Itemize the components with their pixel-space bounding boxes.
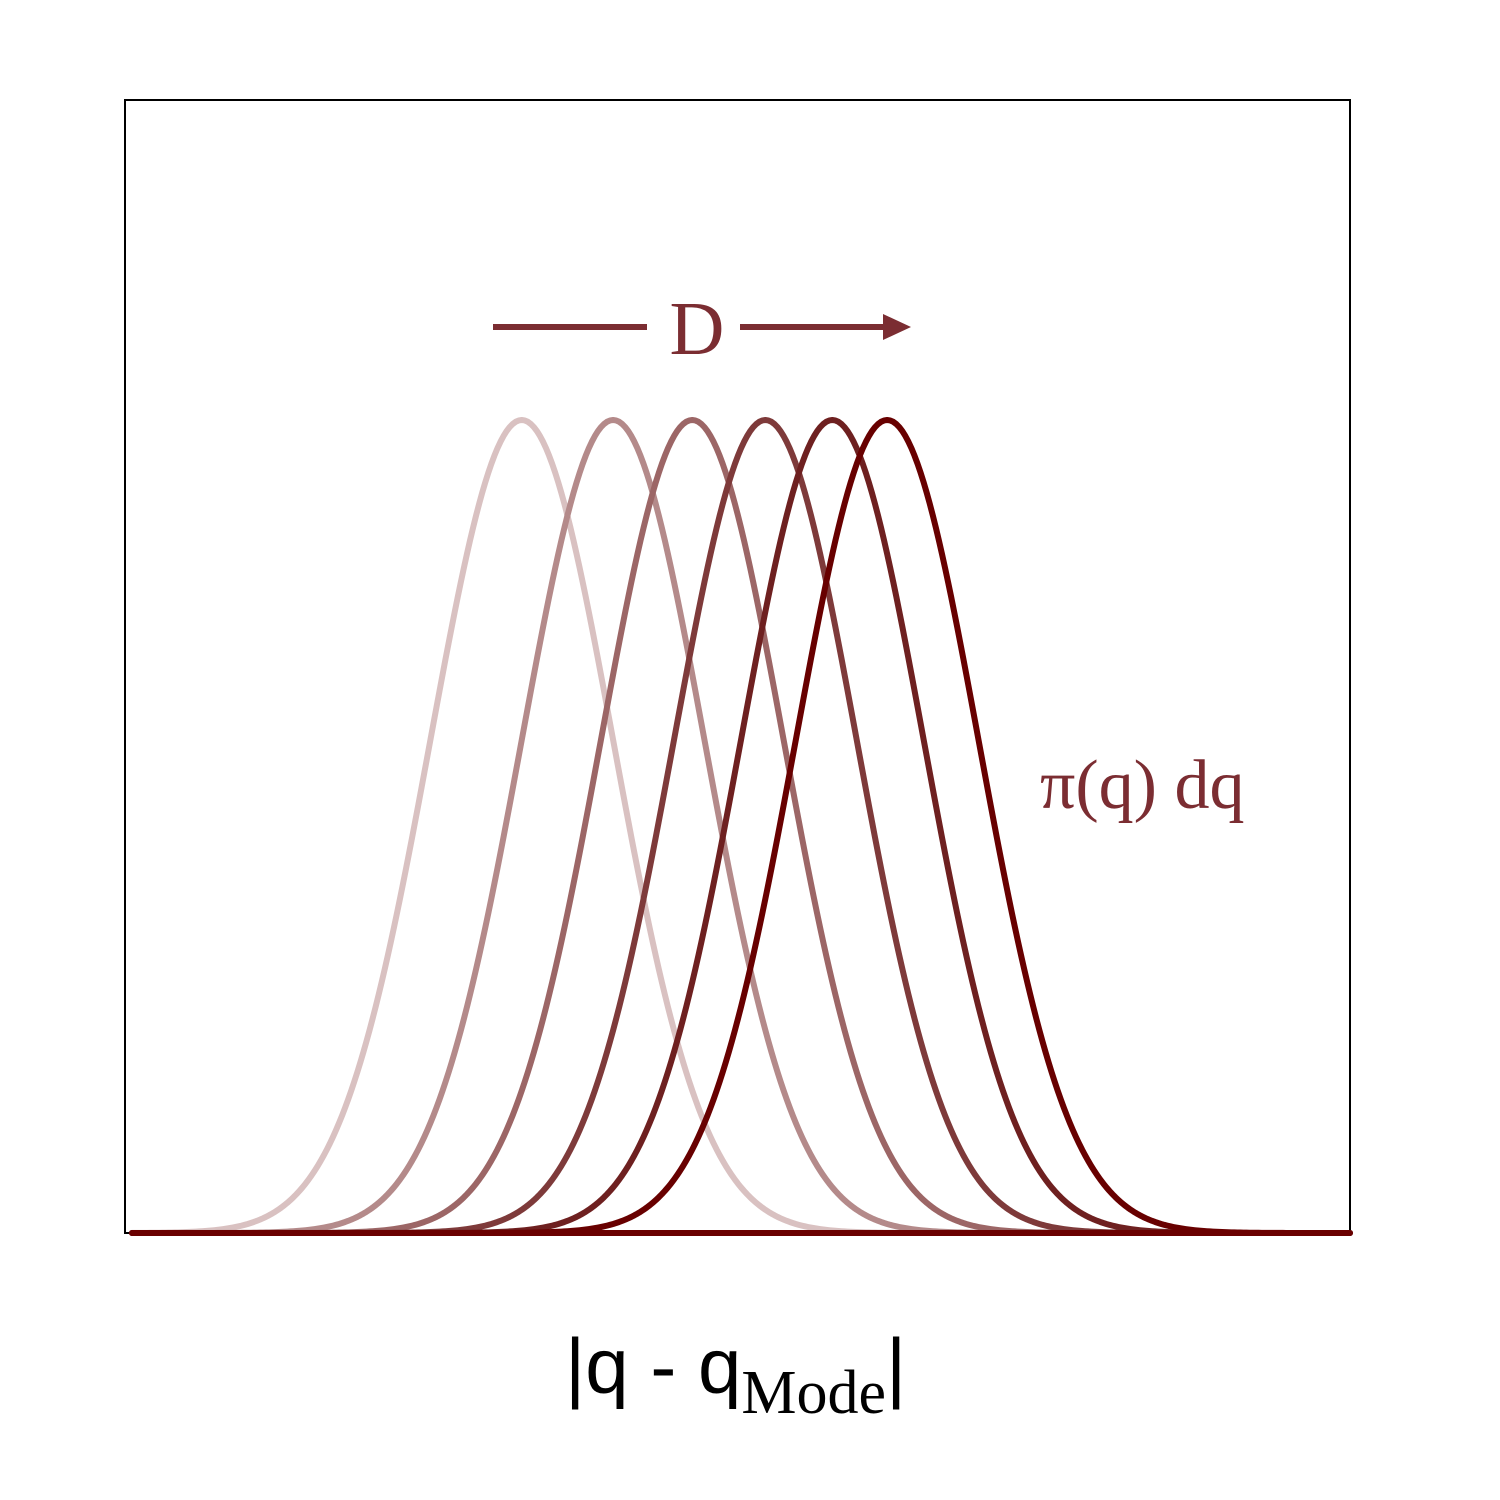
- direction-annotation: D: [493, 287, 911, 371]
- x-axis-label-main: |q - q: [565, 1322, 741, 1410]
- arrow-head-icon: [883, 314, 911, 340]
- series-curve-1: [129, 417, 1353, 1236]
- series-curve-2: [129, 417, 1353, 1236]
- series-curve-6: [129, 417, 1353, 1236]
- x-axis-label: |q - qMode|: [565, 1322, 906, 1427]
- series-curve-4: [129, 417, 1353, 1236]
- series-curve-5: [129, 417, 1353, 1236]
- curve-label: π(q) dq: [1040, 747, 1244, 824]
- x-axis-label-subscript: Mode: [741, 1359, 886, 1427]
- plot-frame: [124, 99, 1351, 1234]
- arrow-label: D: [670, 287, 725, 371]
- x-axis-label-suffix: |: [886, 1322, 906, 1410]
- curves-group: [129, 417, 1353, 1236]
- series-curve-3: [129, 417, 1353, 1236]
